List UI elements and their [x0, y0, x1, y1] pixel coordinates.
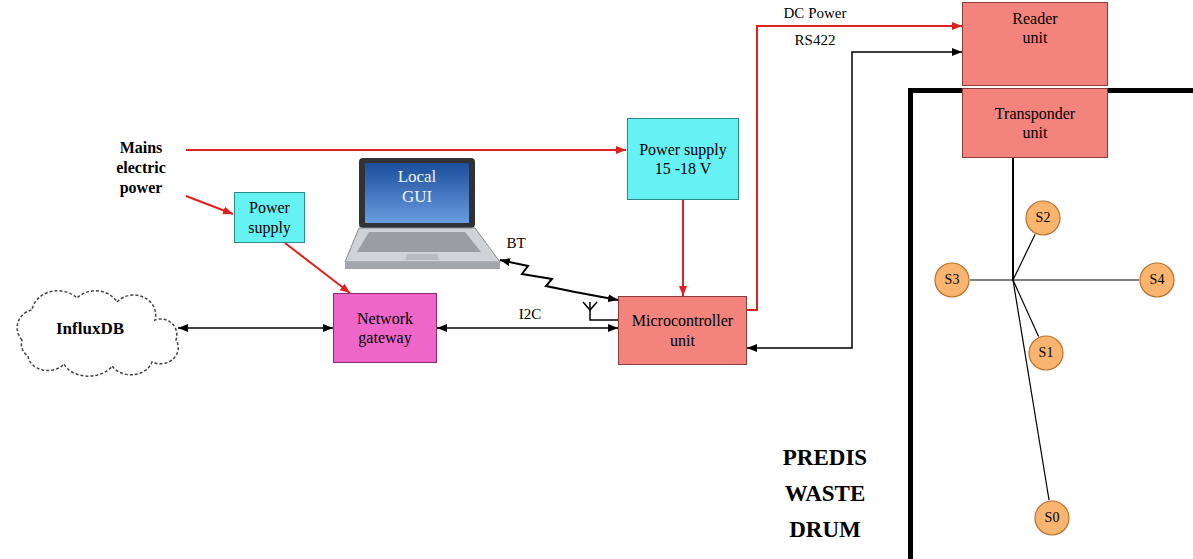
connector: [682, 200, 684, 296]
signal-label: BT: [504, 234, 527, 252]
microcontroller-box: Microcontroller unit: [618, 296, 747, 365]
connector: [747, 26, 962, 310]
cloud-shape: [17, 291, 178, 376]
connector: [1013, 158, 1139, 280]
sensor-circle: S3: [934, 262, 970, 298]
connector: [970, 158, 1013, 280]
laptop-keyboard: [357, 232, 481, 252]
mains-wire: [186, 149, 626, 151]
sensor-circle: S1: [1028, 335, 1064, 371]
connector: [437, 327, 618, 329]
sensor-shape: [1026, 201, 1060, 235]
connector: [1013, 158, 1039, 337]
signal-label: I2C: [517, 305, 544, 323]
connector: [500, 260, 618, 300]
transponder-box: Transponder unit: [962, 88, 1108, 158]
connector: [285, 243, 350, 293]
signal-label: DC Power: [782, 4, 849, 22]
gateway-box: Network gateway: [333, 293, 437, 363]
mains-wire: [186, 196, 233, 214]
sensor-label: S0: [1045, 510, 1060, 527]
sensor-circle: S4: [1139, 262, 1175, 298]
connector: [747, 52, 962, 348]
laptop-bezel: [359, 158, 475, 228]
power-supply-box: Power supply: [234, 192, 305, 243]
laptop-figure: Local GUI: [345, 158, 500, 278]
sensor-circle: S0: [1034, 500, 1070, 536]
waste-drum: PREDIS WASTE DRUMTransponder unitS2S3S4S…: [908, 88, 1193, 559]
sensor-label: S1: [1039, 345, 1054, 362]
signal-label: RS422: [793, 31, 838, 49]
box-label: Network gateway: [338, 309, 432, 347]
box-label: Transponder unit: [988, 104, 1083, 142]
sensor-shape: [1029, 336, 1063, 370]
laptop-screen: [365, 163, 469, 223]
connector: [178, 327, 333, 329]
laptop-trackpad: [405, 254, 439, 260]
sensor-shape: [1140, 263, 1174, 297]
sensor-shape: [935, 263, 969, 297]
reader-box: Reader unit: [962, 2, 1108, 86]
box-label: Power supply: [239, 198, 300, 236]
laptop-front: [345, 262, 500, 269]
sensor-label: S2: [1036, 210, 1051, 227]
laptop-base: [345, 228, 500, 262]
antenna-wire: [590, 302, 618, 320]
cloud-shape: InfluxDB: [2, 282, 178, 376]
sensor-shape: [1035, 501, 1069, 535]
cloud-label: InfluxDB: [56, 319, 124, 339]
sensor-label: S4: [1150, 272, 1165, 289]
box-label: Power supply 15 -18 V: [633, 140, 733, 178]
screen-label: Local GUI: [389, 167, 445, 208]
supply-label: Mains electric power: [95, 138, 187, 198]
sensor-label: S3: [945, 272, 960, 289]
power-supply-box: Power supply 15 -18 V: [627, 118, 739, 200]
sensor-circle: S2: [1025, 200, 1061, 236]
box-label: Reader unit: [1005, 9, 1065, 47]
drum-label: PREDIS WASTE DRUM: [755, 440, 895, 548]
box-label: Microcontroller unit: [628, 311, 738, 349]
